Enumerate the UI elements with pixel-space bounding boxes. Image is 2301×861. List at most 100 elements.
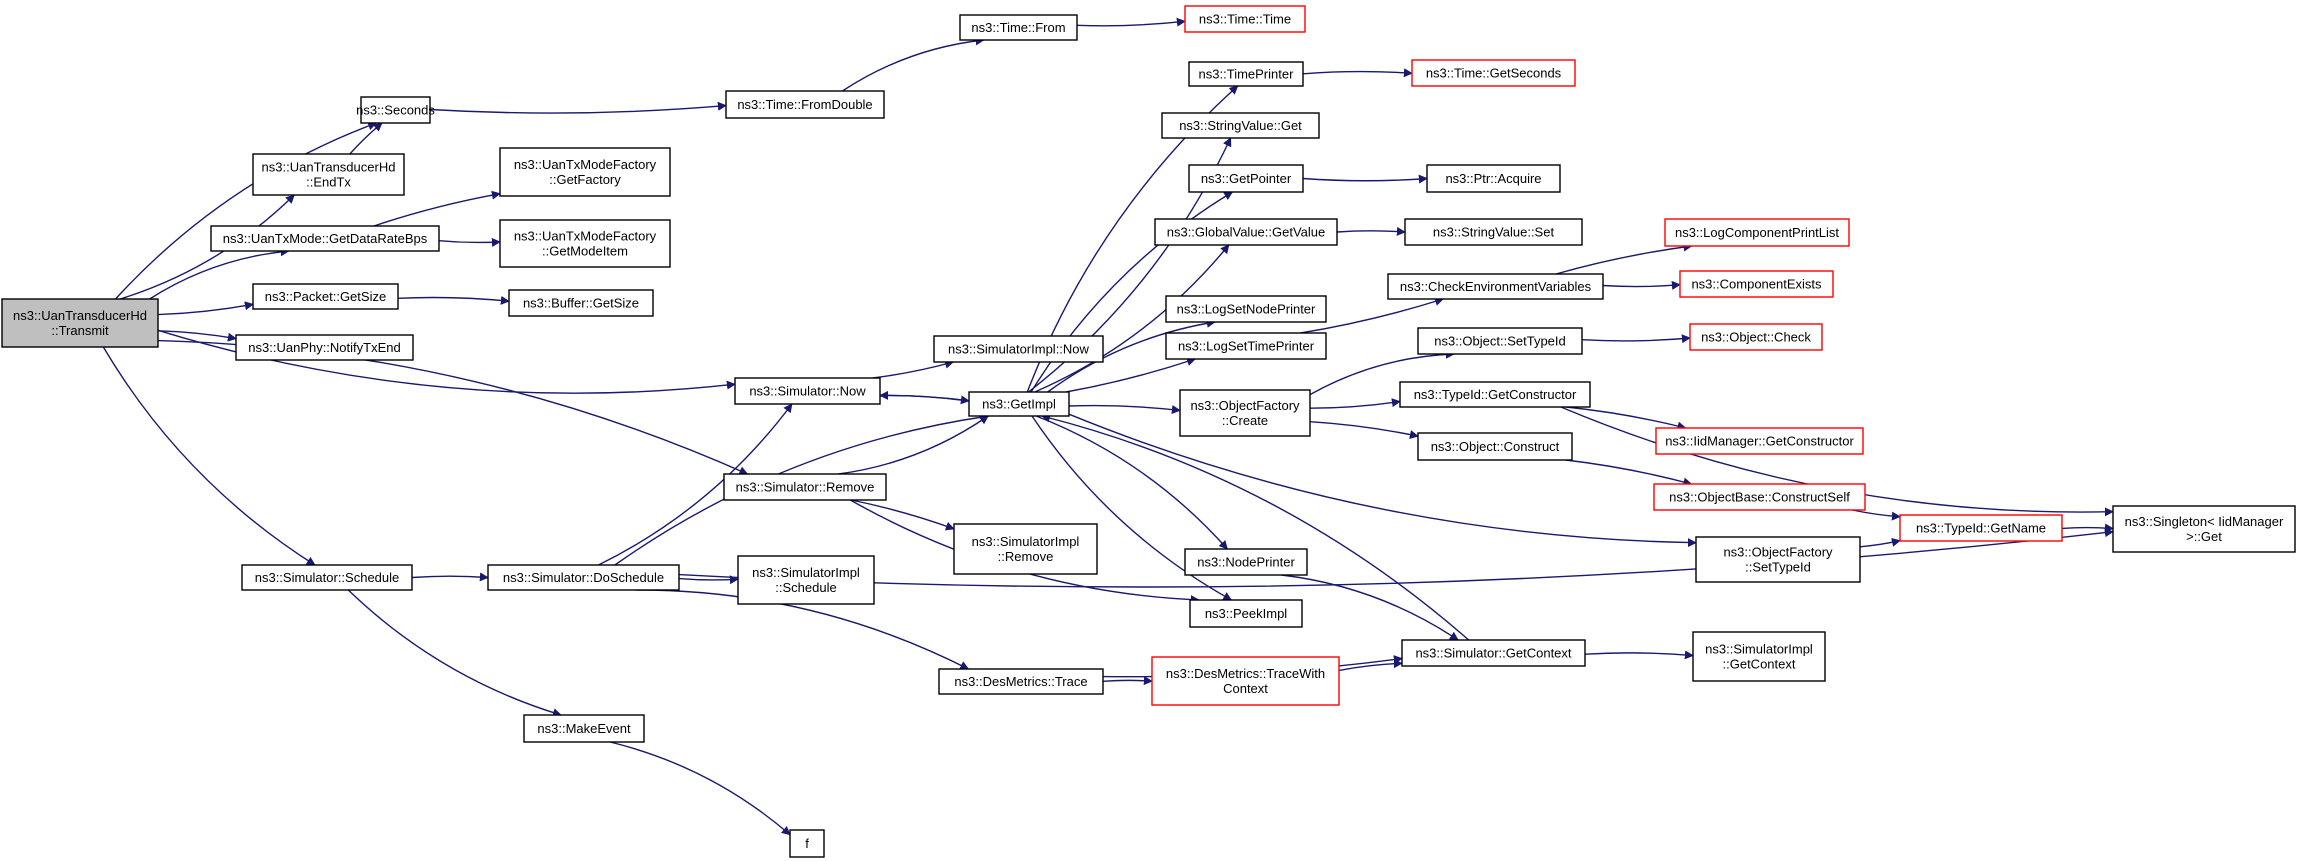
node-box[interactable] bbox=[1426, 164, 1561, 193]
node-box[interactable] bbox=[499, 147, 671, 197]
node-box[interactable] bbox=[959, 14, 1078, 41]
node-box[interactable] bbox=[1655, 427, 1864, 455]
node-nodeprinter[interactable]: ns3::NodePrinter bbox=[1184, 548, 1308, 576]
node-schedule[interactable]: ns3::Simulator::Schedule bbox=[241, 564, 413, 591]
node-box[interactable] bbox=[1653, 483, 1866, 511]
node-box[interactable] bbox=[1899, 514, 2063, 542]
node-getmodeitem[interactable]: ns3::UanTxModeFactory::GetModeItem bbox=[499, 219, 671, 268]
node-objcheck[interactable]: ns3::Object::Check bbox=[1689, 323, 1823, 351]
node-transmit[interactable]: ns3::UanTransducerHd::Transmit bbox=[1, 298, 159, 348]
node-logsettime[interactable]: ns3::LogSetTimePrinter bbox=[1165, 332, 1327, 360]
node-box[interactable] bbox=[1188, 164, 1304, 193]
node-simremove[interactable]: ns3::Simulator::Remove bbox=[723, 473, 887, 501]
node-box[interactable] bbox=[1154, 218, 1338, 246]
node-getseconds[interactable]: ns3::Time::GetSeconds bbox=[1411, 59, 1576, 87]
node-box[interactable] bbox=[1401, 639, 1586, 667]
node-iidgetconstructor[interactable]: ns3::IidManager::GetConstructor bbox=[1655, 427, 1864, 455]
node-singletonget[interactable]: ns3::Singleton< IidManager >::Get bbox=[2112, 505, 2296, 553]
node-destrace[interactable]: ns3::DesMetrics::Trace bbox=[938, 668, 1104, 695]
node-box[interactable] bbox=[1, 298, 159, 348]
node-f[interactable]: f bbox=[789, 829, 825, 858]
node-box[interactable] bbox=[499, 219, 671, 268]
node-notifytxend[interactable]: ns3::UanPhy::NotifyTxEnd bbox=[235, 334, 414, 361]
node-box[interactable] bbox=[1417, 432, 1573, 461]
node-box[interactable] bbox=[1189, 599, 1303, 628]
node-buffergetsize[interactable]: ns3::Buffer::GetSize bbox=[508, 289, 654, 317]
node-logprintlist[interactable]: ns3::LogComponentPrintList bbox=[1664, 218, 1850, 247]
node-box[interactable] bbox=[1151, 656, 1340, 706]
node-box[interactable] bbox=[1404, 218, 1583, 246]
node-timetime[interactable]: ns3::Time::Time bbox=[1184, 5, 1306, 33]
node-checkenv[interactable]: ns3::CheckEnvironmentVariables bbox=[1387, 273, 1604, 300]
node-box[interactable] bbox=[2112, 505, 2296, 553]
node-box[interactable] bbox=[968, 391, 1070, 417]
node-simimplschedule[interactable]: ns3::SimulatorImpl::Schedule bbox=[737, 555, 875, 605]
node-simimplgetcontext[interactable]: ns3::SimulatorImpl::GetContext bbox=[1692, 631, 1826, 682]
node-stringvalueset[interactable]: ns3::StringValue::Set bbox=[1404, 218, 1583, 246]
node-simimplremove[interactable]: ns3::SimulatorImpl::Remove bbox=[953, 523, 1098, 575]
node-simimplnow[interactable]: ns3::SimulatorImpl::Now bbox=[933, 335, 1104, 363]
node-box[interactable] bbox=[1165, 295, 1327, 323]
node-box[interactable] bbox=[953, 523, 1098, 575]
node-box[interactable] bbox=[789, 829, 825, 858]
node-box[interactable] bbox=[1184, 5, 1306, 33]
node-box[interactable] bbox=[1692, 631, 1826, 682]
node-box[interactable] bbox=[1165, 332, 1327, 360]
node-typeidgetname[interactable]: ns3::TypeId::GetName bbox=[1899, 514, 2063, 542]
node-box[interactable] bbox=[523, 714, 645, 743]
node-box[interactable] bbox=[241, 564, 413, 591]
node-box[interactable] bbox=[1387, 273, 1604, 300]
node-box[interactable] bbox=[360, 96, 431, 124]
node-box[interactable] bbox=[933, 335, 1104, 363]
node-timefrom[interactable]: ns3::Time::From bbox=[959, 14, 1078, 41]
node-simnow[interactable]: ns3::Simulator::Now bbox=[734, 377, 881, 405]
node-objfactorysettypeid[interactable]: ns3::ObjectFactory::SetTypeId bbox=[1695, 536, 1861, 583]
node-endtx[interactable]: ns3::UanTransducerHd::EndTx bbox=[252, 153, 405, 196]
node-getimpl[interactable]: ns3::GetImpl bbox=[968, 391, 1070, 417]
node-box[interactable] bbox=[1184, 548, 1308, 576]
node-getconstructor[interactable]: ns3::TypeId::GetConstructor bbox=[1399, 381, 1591, 408]
node-compexists[interactable]: ns3::ComponentExists bbox=[1679, 270, 1834, 298]
node-constructself[interactable]: ns3::ObjectBase::ConstructSelf bbox=[1653, 483, 1866, 511]
node-ptracquire[interactable]: ns3::Ptr::Acquire bbox=[1426, 164, 1561, 193]
node-getcontext[interactable]: ns3::Simulator::GetContext bbox=[1401, 639, 1586, 667]
node-box[interactable] bbox=[252, 283, 399, 310]
node-box[interactable] bbox=[1399, 381, 1591, 408]
node-objconstruct[interactable]: ns3::Object::Construct bbox=[1417, 432, 1573, 461]
node-box[interactable] bbox=[1695, 536, 1861, 583]
node-box[interactable] bbox=[487, 564, 680, 591]
node-makeevent[interactable]: ns3::MakeEvent bbox=[523, 714, 645, 743]
node-box[interactable] bbox=[508, 289, 654, 317]
node-settypeid[interactable]: ns3::Object::SetTypeId bbox=[1417, 327, 1583, 355]
node-box[interactable] bbox=[210, 225, 440, 252]
node-fromdouble[interactable]: ns3::Time::FromDouble bbox=[725, 90, 885, 119]
node-box[interactable] bbox=[1188, 61, 1304, 87]
node-box[interactable] bbox=[1417, 327, 1583, 355]
node-seconds[interactable]: ns3::Seconds bbox=[356, 96, 435, 124]
node-objfactorycreate[interactable]: ns3::ObjectFactory::Create bbox=[1179, 389, 1311, 437]
node-peekimpl[interactable]: ns3::PeekImpl bbox=[1189, 599, 1303, 628]
node-box[interactable] bbox=[737, 555, 875, 605]
node-box[interactable] bbox=[725, 90, 885, 119]
node-logsetnode[interactable]: ns3::LogSetNodePrinter bbox=[1165, 295, 1327, 323]
node-box[interactable] bbox=[1689, 323, 1823, 351]
node-box[interactable] bbox=[1161, 112, 1320, 139]
node-box[interactable] bbox=[235, 334, 414, 361]
node-box[interactable] bbox=[1179, 389, 1311, 437]
node-stringvalueget[interactable]: ns3::StringValue::Get bbox=[1161, 112, 1320, 139]
node-box[interactable] bbox=[252, 153, 405, 196]
node-box[interactable] bbox=[1664, 218, 1850, 247]
node-getfactory[interactable]: ns3::UanTxModeFactory::GetFactory bbox=[499, 147, 671, 197]
node-box[interactable] bbox=[723, 473, 887, 501]
node-getpointer[interactable]: ns3::GetPointer bbox=[1188, 164, 1304, 193]
node-box[interactable] bbox=[938, 668, 1104, 695]
node-box[interactable] bbox=[1411, 59, 1576, 87]
node-globalvalue[interactable]: ns3::GlobalValue::GetValue bbox=[1154, 218, 1338, 246]
node-box[interactable] bbox=[734, 377, 881, 405]
node-getdatarate[interactable]: ns3::UanTxMode::GetDataRateBps bbox=[210, 225, 440, 252]
node-doschedule[interactable]: ns3::Simulator::DoSchedule bbox=[487, 564, 680, 591]
node-box[interactable] bbox=[1679, 270, 1834, 298]
node-timeprinter[interactable]: ns3::TimePrinter bbox=[1188, 61, 1304, 87]
node-packetgetsize[interactable]: ns3::Packet::GetSize bbox=[252, 283, 399, 310]
